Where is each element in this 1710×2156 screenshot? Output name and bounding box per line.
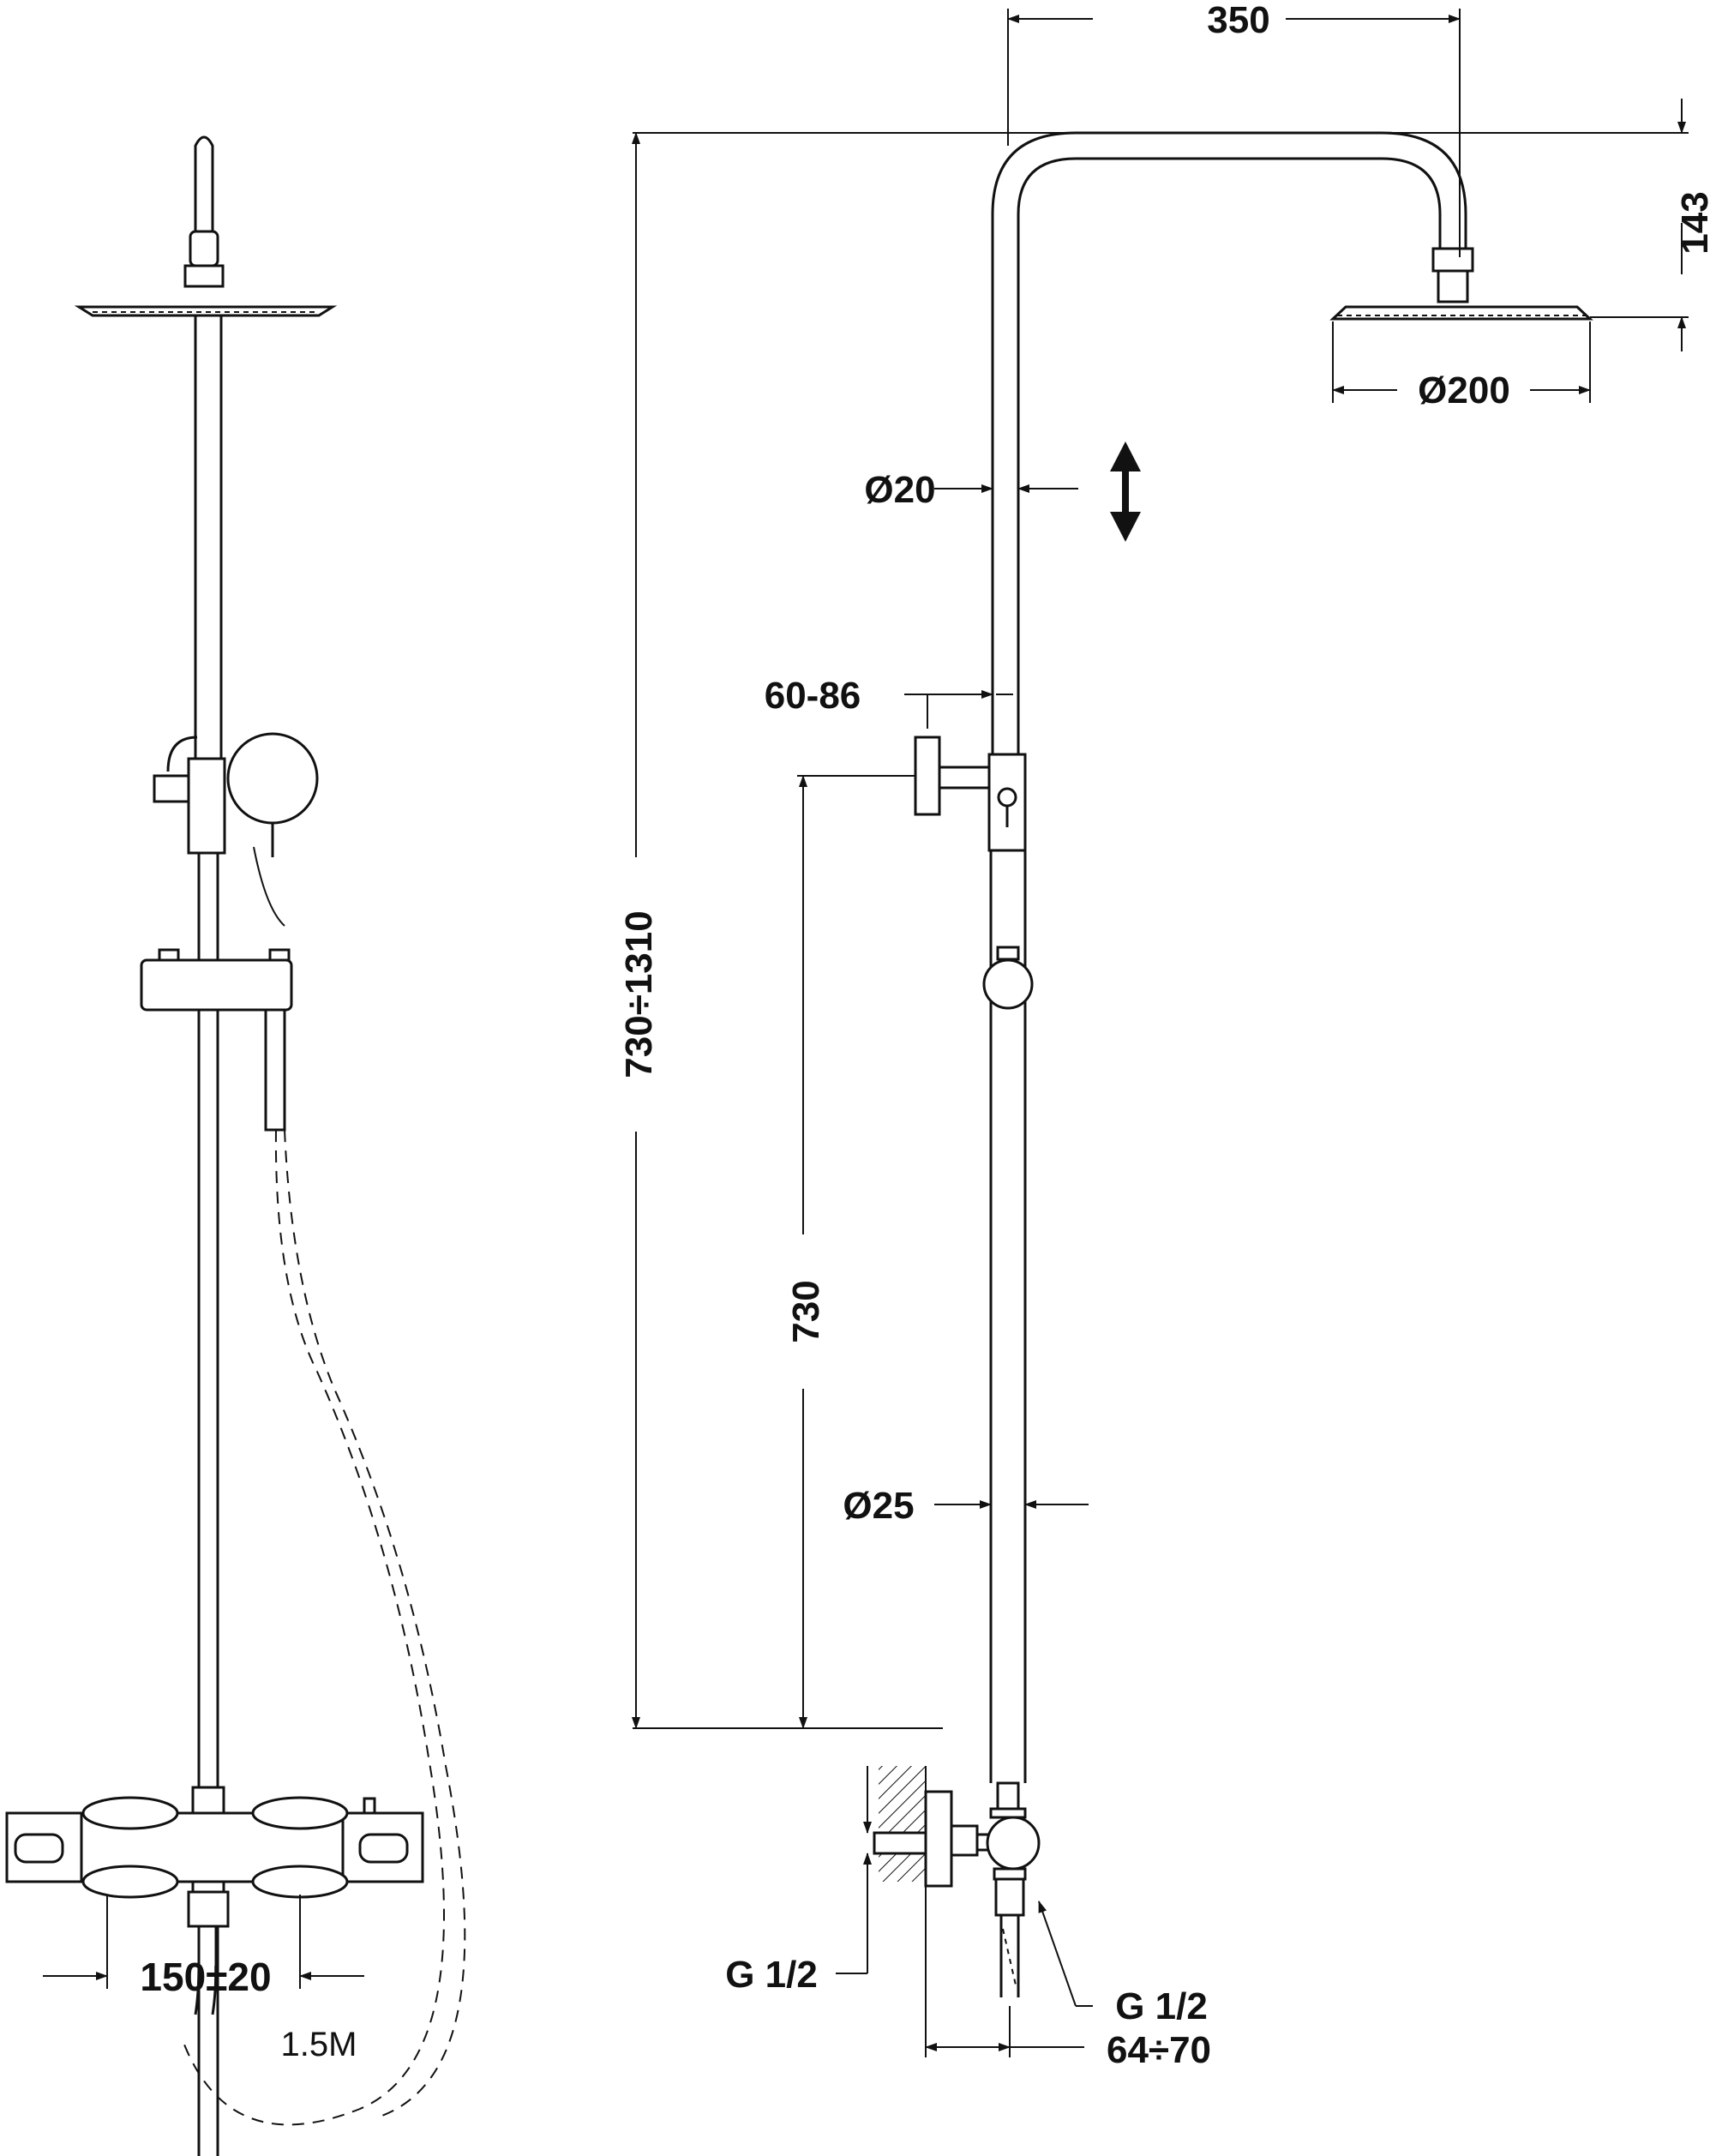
holder-clamp: [187, 757, 226, 855]
outlet-nut: [191, 1880, 225, 1894]
wall-section: [879, 1766, 926, 1882]
dim-bracket-offset: 60-86: [765, 675, 861, 717]
dimension-lines: [632, 9, 1689, 2057]
wall-flange: [924, 1790, 953, 1888]
dim-head-diameter: Ø200: [1418, 369, 1510, 411]
shower-arm: [194, 135, 214, 233]
side-view: [873, 131, 1593, 1997]
dim-outlet-thread-right: G 1/2: [1115, 1985, 1208, 2027]
dim-wall-distance: 64÷70: [1107, 2029, 1211, 2071]
swivel-joint: [189, 230, 219, 267]
front-view: [5, 135, 466, 2156]
note-hose-length: 1.5M: [281, 2026, 357, 2063]
rain-head-side: [1329, 305, 1593, 321]
height-adjust-arrow-icon: [1110, 441, 1141, 542]
arm-outer: [991, 131, 1467, 703]
dim-arm-width: 350: [1207, 0, 1269, 41]
dim-bottom-pipe-diameter: Ø25: [843, 1485, 914, 1527]
mixer-knob-side: [986, 1816, 1041, 1871]
slider-knob: [982, 958, 1034, 1010]
hand-shower-head: [226, 732, 319, 825]
hose-handle: [264, 1008, 286, 1132]
dim-inlet-thread-left: G 1/2: [725, 1954, 818, 1996]
dim-top-pipe-diameter: Ø20: [864, 469, 935, 511]
dim-total-height: 730÷1310: [618, 910, 660, 1078]
arm-inner: [1017, 157, 1442, 703]
slider-bar: [140, 958, 293, 1012]
dim-inlet-spacing: 150±20: [140, 1955, 271, 1999]
dim-lower-height: 730: [785, 1280, 827, 1342]
wall-bracket: [914, 736, 941, 816]
dim-head-drop: 143: [1674, 191, 1710, 254]
hose-loop-line: [253, 846, 285, 927]
